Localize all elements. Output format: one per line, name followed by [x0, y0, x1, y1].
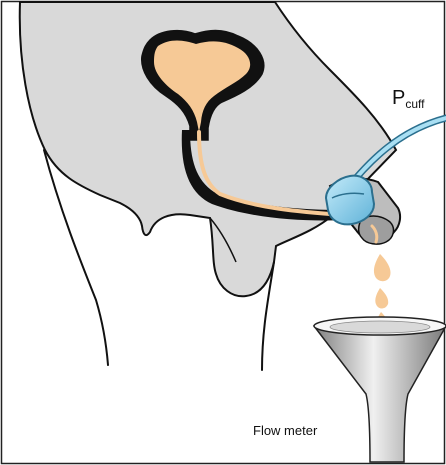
- pcuff-label-subscript: cuff: [405, 97, 425, 111]
- flow-meter-label: Flow meter: [253, 423, 318, 438]
- penile-cuff: [326, 176, 374, 225]
- flow-meter-funnel-opening: [330, 321, 430, 333]
- pcuff-label-main: P: [392, 87, 405, 109]
